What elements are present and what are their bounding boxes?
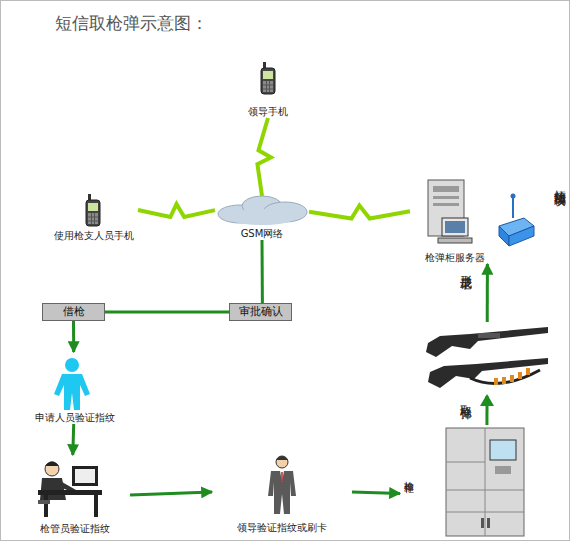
person-node: 枪管员验证指纹 xyxy=(20,455,130,535)
flow-arrow xyxy=(130,492,212,495)
process-box: 审批确认 xyxy=(229,303,292,321)
applicant-figure xyxy=(54,358,90,410)
gun-keeper-figure xyxy=(38,462,102,518)
node-label: 借枪 xyxy=(63,306,85,318)
node-label: 审批确认 xyxy=(239,306,283,318)
phone-icon xyxy=(261,62,275,94)
node-label: 枪弹柜服务器 xyxy=(425,252,485,264)
flow-arrow xyxy=(261,240,264,303)
flow-arrow xyxy=(352,492,400,493)
diagram-title: 短信取枪弹示意图： xyxy=(55,12,208,35)
module-node: 短信功能模块 xyxy=(496,178,566,264)
node-label: 领导手机 xyxy=(248,106,288,118)
wireless-link xyxy=(309,206,410,219)
node-label: 枪管员验证指纹 xyxy=(40,523,110,535)
process-box: 借枪 xyxy=(42,303,105,321)
network-cloud: GSM网络 xyxy=(215,196,309,240)
node-label: 申请人员验证指纹 xyxy=(35,412,115,424)
node-label: 领导验证指纹或刷卡 xyxy=(237,522,327,534)
cabinet-icon xyxy=(446,428,524,536)
backdrop xyxy=(420,322,554,396)
flow-arrow xyxy=(105,311,229,314)
cloud-icon xyxy=(218,196,307,225)
step-label: 取枪弹 xyxy=(457,396,474,399)
phone-icon xyxy=(86,194,100,226)
cabinet-node: 枪弹柜 xyxy=(400,425,526,539)
phone-node: 使用枪支人员手机 xyxy=(50,192,138,242)
server-icon xyxy=(428,180,472,243)
node-label: 枪弹柜 xyxy=(402,473,414,476)
wireless-link xyxy=(257,118,271,196)
node-label: 短信功能模块 xyxy=(554,180,566,186)
leader-figure xyxy=(268,456,296,514)
step-label: 形成记录 xyxy=(457,266,474,270)
arrow-head xyxy=(480,394,494,406)
shotgun-icon xyxy=(426,327,548,357)
wireless-link xyxy=(138,204,215,217)
flow-arrow xyxy=(72,321,75,352)
node-label: GSM网络 xyxy=(241,228,284,240)
sms-module-icon xyxy=(499,194,534,247)
shotgun-belt-icon xyxy=(428,358,548,388)
flow-arrow xyxy=(71,424,75,455)
person-node: 申请人员验证指纹 xyxy=(10,352,140,424)
node-label: 使用枪支人员手机 xyxy=(54,230,134,242)
server-node: 枪弹柜服务器 xyxy=(410,176,500,264)
person-node: 领导验证指纹或刷卡 xyxy=(212,450,352,534)
phone-node: 领导手机 xyxy=(238,60,298,118)
